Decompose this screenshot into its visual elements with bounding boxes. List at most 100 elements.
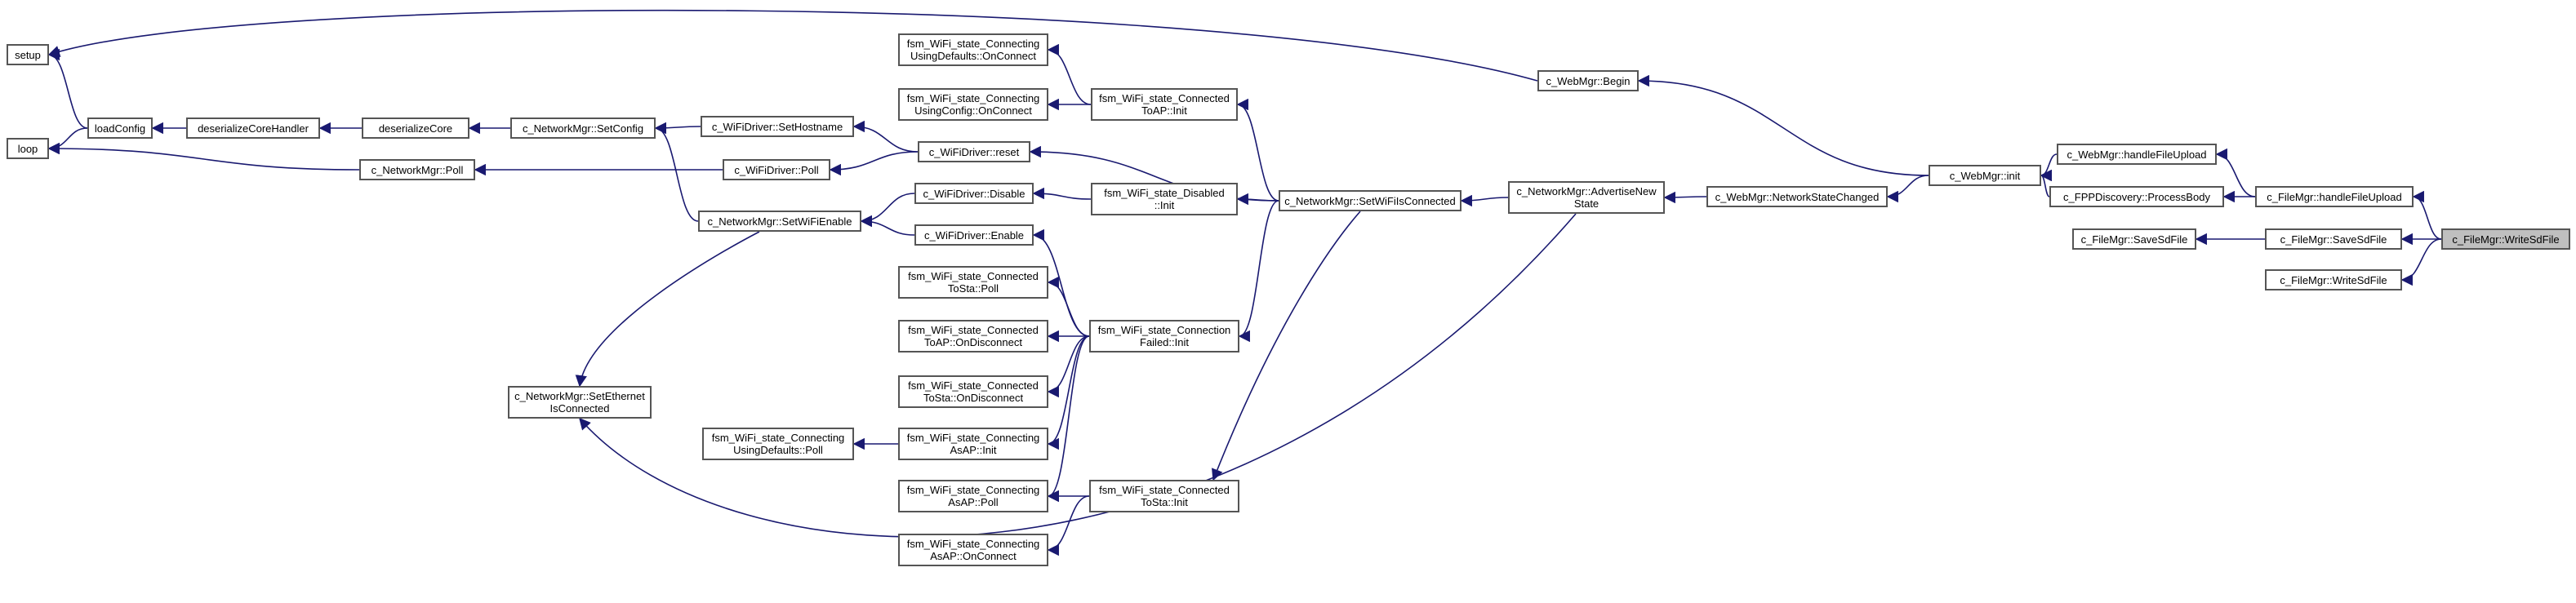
node-deserializeCoreHandler[interactable]: deserializeCoreHandler: [186, 117, 320, 139]
node-label: ToSta::Poll: [947, 282, 999, 295]
node-wd-sethostname[interactable]: c_WiFiDriver::SetHostname: [701, 116, 854, 137]
edge-loop-to-nm_poll: [47, 142, 360, 171]
node-label: c_WiFiDriver::Enable: [923, 228, 1025, 242]
node-label: State: [1573, 197, 1599, 210]
edge-cud_onconnect-to-ctap_init: [1047, 43, 1092, 105]
node-label: UsingDefaults::Poll: [733, 444, 823, 456]
node-label: c_NetworkMgr::SetEthernet: [514, 390, 645, 402]
edge-caap_poll-to-cf_init: [1047, 335, 1090, 503]
node-label: fsm_WiFi_state_Connecting: [906, 92, 1040, 104]
edge-cts_ondisconnect-to-cf_init: [1047, 335, 1090, 398]
node-label: loop: [17, 142, 38, 155]
edge-wd_disable-to-disabled_init: [1032, 187, 1092, 200]
edge-wd_poll-to-wd_reset: [829, 151, 919, 176]
node-label: c_WiFiDriver::SetHostname: [711, 120, 843, 133]
node-label: setup: [15, 48, 41, 61]
edge-wm_begin-to-wm_init: [1637, 74, 1929, 176]
node-wm-begin[interactable]: c_WebMgr::Begin: [1537, 70, 1639, 91]
node-fm-handlefileupload[interactable]: c_FileMgr::handleFileUpload: [2255, 186, 2414, 207]
edge-fm_writesdfile_caller-to-fm_writesdfile: [2400, 238, 2442, 286]
node-label: deserializeCore: [378, 122, 453, 135]
node-label: c_NetworkMgr::SetWiFiEnable: [707, 215, 852, 228]
node-label: c_FileMgr::SaveSdFile: [2080, 233, 2188, 246]
node-setup[interactable]: setup: [7, 44, 49, 65]
node-wd-poll[interactable]: c_WiFiDriver::Poll: [723, 159, 830, 180]
node-label: fsm_WiFi_state_Connecting: [906, 38, 1040, 50]
node-fm-savesdfile[interactable]: c_FileMgr::SaveSdFile: [2265, 228, 2402, 250]
edge-nm_setethernet-to-nm_setwifienable: [575, 231, 760, 388]
node-label: Failed::Init: [1140, 336, 1189, 348]
node-label: UsingDefaults::OnConnect: [910, 50, 1036, 62]
node-loadConfig[interactable]: loadConfig: [87, 117, 153, 139]
node-wm-handlefileupload[interactable]: c_WebMgr::handleFileUpload: [2057, 144, 2217, 165]
node-label: c_FileMgr::handleFileUpload: [2267, 190, 2402, 203]
node-nm-setwifienable[interactable]: c_NetworkMgr::SetWiFiEnable: [698, 211, 861, 232]
node-label: c_NetworkMgr::SetConfig: [522, 122, 644, 135]
edge-loop-to-loadConfig: [47, 127, 88, 155]
edge-disabled_init-to-nm_setwifiisconnected: [1236, 193, 1279, 206]
node-label: c_FileMgr::SaveSdFile: [2280, 233, 2387, 246]
node-label: fsm_WiFi_state_Connected: [908, 379, 1039, 392]
edge-wm_init-to-fpp_processbody: [2040, 169, 2052, 197]
node-label: c_NetworkMgr::SetWiFiIsConnected: [1284, 194, 1456, 207]
node-label: loadConfig: [94, 122, 146, 135]
edge-caap_init-to-cf_init: [1047, 335, 1090, 450]
node-wd-enable[interactable]: c_WiFiDriver::Enable: [914, 224, 1034, 246]
node-fpp-processbody[interactable]: c_FPPDiscovery::ProcessBody: [2049, 186, 2224, 207]
node-label: c_WiFiDriver::reset: [928, 145, 1020, 158]
node-fm-savesdfile-caller[interactable]: c_FileMgr::SaveSdFile: [2072, 228, 2196, 250]
node-label: ToSta::Init: [1141, 496, 1188, 508]
node-label: fsm_WiFi_state_Connecting: [906, 538, 1040, 550]
node-label: fsm_WiFi_state_Connecting: [906, 484, 1040, 496]
node-label: c_FPPDiscovery::ProcessBody: [2063, 190, 2210, 203]
node-label: fsm_WiFi_state_Connected: [908, 270, 1039, 282]
node-label: c_WiFiDriver::Poll: [734, 163, 819, 176]
node-fm-writesdfile-caller[interactable]: c_FileMgr::WriteSdFile: [2265, 269, 2402, 290]
edge-wm_handlefileupload-to-fm_handlefileupload: [2215, 148, 2256, 197]
node-wm-init[interactable]: c_WebMgr::init: [1929, 165, 2041, 186]
node-label: ToAP::OnDisconnect: [924, 336, 1022, 348]
node-deserializeCore[interactable]: deserializeCore: [362, 117, 469, 139]
node-label: IsConnected: [549, 402, 610, 415]
node-label: fsm_WiFi_state_Connected: [1099, 92, 1230, 104]
edge-wm_networkstatechanged-to-wm_init: [1886, 175, 1929, 203]
edge-cf_init-to-nm_setwifiisconnected: [1238, 200, 1279, 343]
node-loop[interactable]: loop: [7, 138, 49, 159]
node-wm-networkstatechanged[interactable]: c_WebMgr::NetworkStateChanged: [1706, 186, 1888, 207]
edge-nm_setwifienable-to-wd_disable: [860, 193, 915, 228]
node-label: c_WebMgr::NetworkStateChanged: [1715, 190, 1880, 203]
node-wd-disable[interactable]: c_WiFiDriver::Disable: [914, 183, 1034, 204]
node-wd-reset[interactable]: c_WiFiDriver::reset: [918, 141, 1030, 162]
node-label: fsm_WiFi_state_Connecting: [711, 432, 845, 444]
node-nm-poll[interactable]: c_NetworkMgr::Poll: [359, 159, 475, 180]
node-label: ToAP::Init: [1141, 104, 1187, 117]
node-disabled-init[interactable]: fsm_WiFi_state_Disabled::Init: [1091, 183, 1238, 215]
edge-setup-to-loadConfig: [47, 48, 88, 129]
node-label: UsingConfig::OnConnect: [914, 104, 1032, 117]
node-label: ::Init: [1154, 199, 1175, 211]
node-nm-setwifiisconnected[interactable]: c_NetworkMgr::SetWiFiIsConnected: [1279, 190, 1462, 211]
edge-wd_sethostname-to-wd_reset: [852, 120, 919, 153]
node-label: c_NetworkMgr::AdvertiseNew: [1516, 185, 1657, 197]
edge-setup-to-wm_begin: [47, 9, 1538, 82]
node-label: AsAP::Poll: [948, 496, 999, 508]
node-label: deserializeCoreHandler: [198, 122, 309, 135]
node-nm-setconfig[interactable]: c_NetworkMgr::SetConfig: [510, 117, 656, 139]
node-label: c_NetworkMgr::Poll: [371, 163, 464, 176]
node-fm-writesdfile[interactable]: c_FileMgr::WriteSdFile: [2441, 228, 2570, 250]
